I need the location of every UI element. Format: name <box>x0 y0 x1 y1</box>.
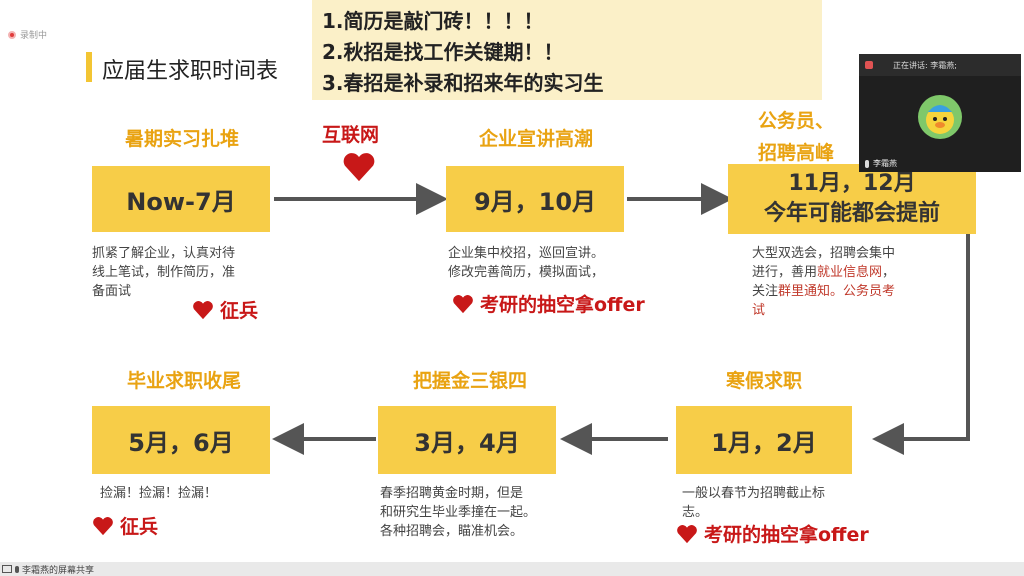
stage-desc-5: 春季招聘黄金时期，但是 和研究生毕业季撞在一起。 各种招聘会，瞄准机会。 <box>380 484 590 541</box>
period-box-3: 11月，12月 今年可能都会提前 <box>728 164 976 234</box>
stage-desc-2: 企业集中校招，巡回宣讲。 修改完善简历，模拟面试， <box>448 244 648 282</box>
period-label: 5月，6月 <box>128 428 234 457</box>
stage-desc-4: 一般以春节为招聘截止标 志。 <box>682 484 872 522</box>
stage-title-3: 公务员、 <box>758 110 835 132</box>
desc-line: 和研究生毕业季撞在一起。 <box>380 505 537 520</box>
period-label: 11月，12月 <box>788 171 916 196</box>
speaker-icon <box>865 61 873 69</box>
desc-line: 试 <box>752 303 766 318</box>
share-status-bar <box>0 562 1024 576</box>
title-accent-bar <box>86 52 92 82</box>
speaker-video-panel[interactable]: 正在讲话: 李霜燕; 李霜燕 <box>859 54 1021 172</box>
desc-line: 备面试 <box>92 284 132 299</box>
between-label: 互联网 <box>322 124 380 146</box>
screen-icon <box>2 565 12 573</box>
period-label: 3月，4月 <box>414 428 520 457</box>
tag-2: 考研的抽空拿offer <box>452 290 645 317</box>
mic-icon <box>865 159 869 168</box>
tag-label: 考研的抽空拿offer <box>480 294 645 316</box>
period-box-6: 5月，6月 <box>92 406 270 474</box>
heart-icon <box>677 524 697 543</box>
screen-share-indicator[interactable]: 李霜燕的屏幕共享 <box>2 562 94 576</box>
desc-line: 抓紧了解企业，认真对待 <box>92 246 236 261</box>
recording-label: 录制中 <box>20 31 48 41</box>
speaker-name: 李霜燕 <box>873 159 897 168</box>
desc-line: 企业集中校招，巡回宣讲。 <box>448 246 605 261</box>
desc-highlight: 。公务员考 <box>830 284 896 299</box>
desc-line: 大型双选会，招聘会集中 <box>752 246 896 261</box>
mic-icon <box>15 565 19 573</box>
stage-desc-6: 捡漏！捡漏！捡漏！ <box>100 484 280 503</box>
desc-line: 春季招聘黄金时期，但是 <box>380 486 524 501</box>
desc-line: 线上笔试，制作简历，准 <box>92 265 236 280</box>
note-line: 1.简历是敲门砖！！！！ <box>322 9 544 33</box>
desc-text: 进行，善用 <box>752 265 818 280</box>
period-label: 9月，10月 <box>473 187 597 216</box>
arrow-3 <box>872 232 970 455</box>
stage-title-5: 把握金三银四 <box>412 370 527 392</box>
stage-desc-3: 大型双选会，招聘会集中 进行，善用就业信息网， 关注群里通知。公务员考 试 <box>752 244 952 320</box>
stage-title-3b: 招聘高峰 <box>758 142 835 164</box>
desc-line: 关注群里通知。公务员考 <box>752 282 952 301</box>
period-box-5: 3月，4月 <box>378 406 556 474</box>
tag-4: 考研的抽空拿offer <box>676 520 869 547</box>
stage-desc-1: 抓紧了解企业，认真对待 线上笔试，制作简历，准 备面试 <box>92 244 282 301</box>
desc-line: 捡漏！捡漏！捡漏！ <box>100 486 218 501</box>
tag-1: 征兵 <box>192 296 258 323</box>
speaker-header: 正在讲话: 李霜燕; <box>859 54 1021 76</box>
page-title: 应届生求职时间表 <box>102 59 279 84</box>
desc-text: 关注 <box>752 284 779 299</box>
speaker-name-tag: 李霜燕 <box>865 158 897 169</box>
period-label: 1月，2月 <box>711 428 817 457</box>
desc-highlight: 群里通知 <box>778 284 831 299</box>
desc-line: 进行，善用就业信息网， <box>752 263 952 282</box>
tag-label: 征兵 <box>120 516 159 538</box>
stage-title-2: 企业宣讲高潮 <box>478 128 593 150</box>
notes-box: 1.简历是敲门砖！！！！ 2.秋招是找工作关键期！！ 3.春招是补录和招来年的实… <box>312 0 822 100</box>
desc-line: 一般以春节为招聘截止标 <box>682 486 826 501</box>
period-label: Now-7月 <box>126 187 236 216</box>
desc-line: 各种招聘会，瞄准机会。 <box>380 524 524 539</box>
stage-title-1: 暑期实习扎堆 <box>124 128 239 150</box>
period-sublabel: 今年可能都会提前 <box>763 201 940 226</box>
tag-label: 征兵 <box>220 300 259 322</box>
period-box-1: Now-7月 <box>92 166 270 232</box>
note-line: 2.秋招是找工作关键期！！ <box>322 40 564 64</box>
heart-icon <box>93 516 113 535</box>
desc-text: ， <box>882 265 896 280</box>
desc-line: 志。 <box>682 505 709 520</box>
note-line: 3.春招是补录和招来年的实习生 <box>322 71 604 95</box>
record-icon <box>8 30 16 39</box>
share-label: 李霜燕的屏幕共享 <box>22 565 95 576</box>
speaking-label: 正在讲话: 李霜燕; <box>893 60 957 70</box>
avatar <box>918 95 962 139</box>
heart-icon <box>343 153 375 182</box>
tag-6: 征兵 <box>92 512 158 539</box>
desc-highlight: 就业信息网 <box>817 265 883 280</box>
period-box-4: 1月，2月 <box>676 406 852 474</box>
desc-line: 修改完善简历，模拟面试， <box>448 265 605 280</box>
heart-icon <box>193 300 213 319</box>
tag-label: 考研的抽空拿offer <box>704 524 869 546</box>
stage-title-6: 毕业求职收尾 <box>126 370 241 392</box>
heart-icon <box>453 294 473 313</box>
period-box-2: 9月，10月 <box>446 166 624 232</box>
recording-indicator: 录制中 <box>8 28 47 41</box>
stage-title-4: 寒假求职 <box>725 370 802 392</box>
